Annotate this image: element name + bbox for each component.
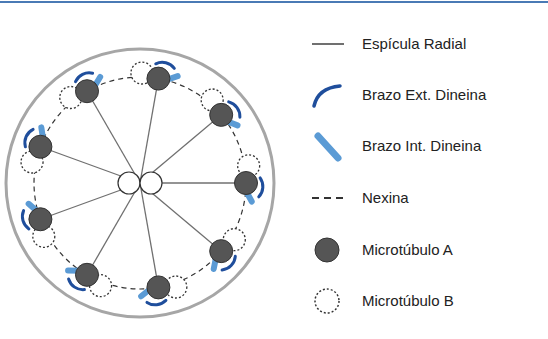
outer-dynein-arm [22,211,29,229]
a-tubule-sample [315,238,339,262]
a-tubule [210,240,233,263]
radial-spoke [140,183,158,287]
outer-dynein-arm [259,178,263,197]
central-microtubule [140,172,162,194]
central-microtubule [118,172,140,194]
a-tubule [210,103,233,126]
legend-label: Microtúbulo B [362,292,454,310]
membrane-outline [6,49,274,317]
radial-spoke [140,79,158,183]
legend-label: Brazo Ext. Dineina [362,86,486,104]
microtubule-doublets [21,62,263,305]
a-tubule [76,263,99,286]
a-tubule [147,276,170,299]
a-tubule [235,172,258,195]
legend-label: Nexina [362,189,409,207]
radial-spokes [40,79,246,288]
a-tubule [76,80,99,103]
spoke-sample [312,43,344,45]
a-tubule [29,135,52,158]
top-rule [0,1,548,3]
inner-arm-sample [318,136,338,158]
outer-dynein-arm [147,300,166,304]
legend-label: Espícula Radial [362,35,466,53]
legend-label: Microtúbulo A [362,241,453,259]
outer-arm-sample [314,86,340,106]
a-tubule [147,67,170,90]
a-tubule [29,208,52,231]
nexin-sample [312,197,344,199]
legend-label: Brazo Int. Dineina [362,137,481,155]
nexin-ring [34,77,246,289]
radial-spoke [87,183,140,275]
b-tubule-sample [315,289,339,313]
radial-spoke [87,91,140,183]
